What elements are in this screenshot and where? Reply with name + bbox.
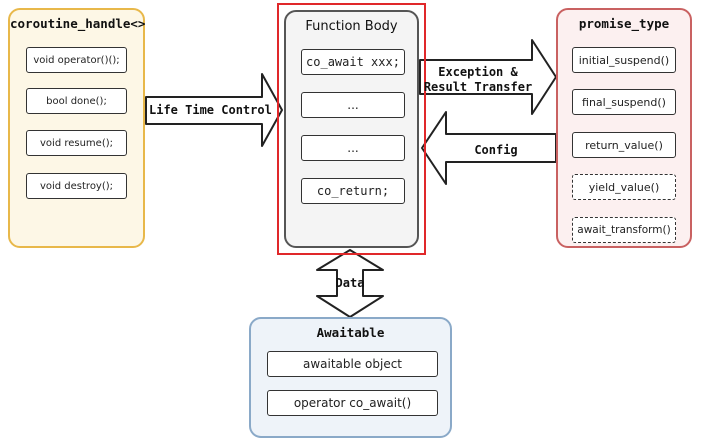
promise-item-return-value: return_value()	[572, 132, 676, 158]
handle-item-done: bool done();	[26, 88, 127, 114]
body-item-co-await: co_await xxx;	[301, 49, 405, 75]
promise-item-yield-value: yield_value()	[572, 174, 676, 200]
handle-item-operator-call: void operator()();	[26, 47, 127, 73]
awaitable-title: Awaitable	[316, 325, 385, 340]
body-item-ellipsis-2: ...	[301, 135, 405, 161]
function-body-panel: Function Body co_await xxx; ... ... co_r…	[284, 10, 419, 248]
config-label: Config	[474, 143, 518, 157]
function-body-title: Function Body	[305, 19, 398, 34]
awaitable-item-object: awaitable object	[267, 351, 438, 377]
promise-item-await-transform: await_transform()	[572, 217, 676, 243]
exception-label-line2: Result Transfer	[423, 80, 533, 94]
lifetime-arrow	[145, 73, 283, 147]
function-body-highlight: Function Body co_await xxx; ... ... co_r…	[277, 3, 426, 255]
coroutine-handle-panel: coroutine_handle<> void operator()(); bo…	[8, 8, 145, 248]
handle-item-destroy: void destroy();	[26, 173, 127, 199]
body-item-co-return: co_return;	[301, 178, 405, 204]
exception-arrow	[419, 39, 557, 115]
handle-item-resume: void resume();	[26, 130, 127, 156]
config-arrow	[421, 111, 557, 185]
promise-item-initial-suspend: initial_suspend()	[572, 47, 676, 73]
promise-item-final-suspend: final_suspend()	[572, 89, 676, 115]
lifetime-control-label: Life Time Control	[149, 103, 272, 117]
awaitable-item-co-await-operator: operator co_await()	[267, 390, 438, 416]
promise-type-title: promise_type	[578, 16, 670, 31]
exception-label-line1: Exception &	[438, 65, 518, 79]
promise-type-panel: promise_type initial_suspend() final_sus…	[556, 8, 692, 248]
data-label: Data	[335, 276, 365, 290]
coroutine-handle-title: coroutine_handle<>	[10, 16, 146, 31]
awaitable-panel: Awaitable awaitable object operator co_a…	[249, 317, 452, 438]
body-item-ellipsis-1: ...	[301, 92, 405, 118]
